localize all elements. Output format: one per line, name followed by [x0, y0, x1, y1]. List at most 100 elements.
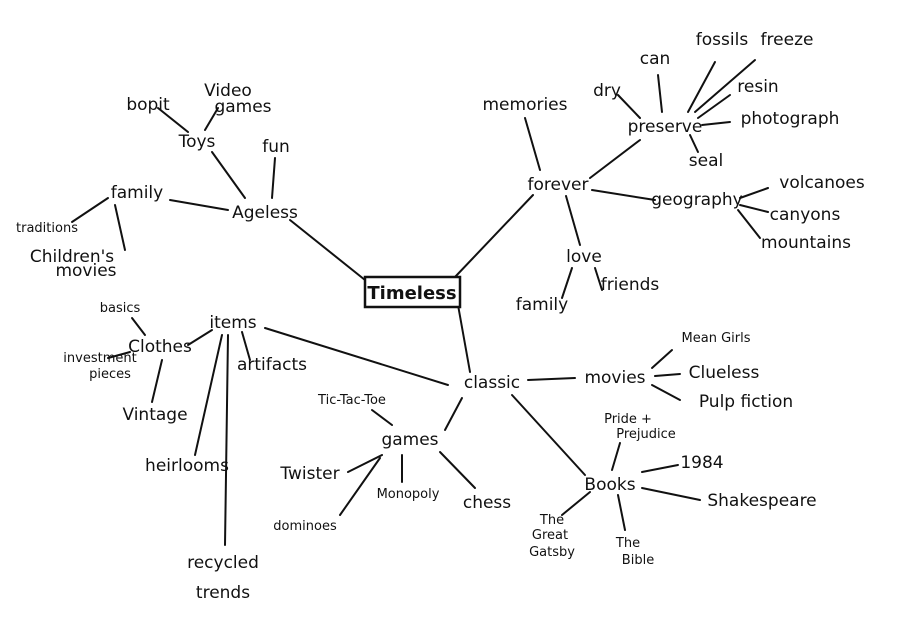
node-dry: dry	[593, 81, 621, 101]
node-childrens-line1: Children's	[30, 247, 114, 267]
edge-ageless-toys	[211, 151, 246, 199]
edge-center-ageless	[289, 219, 366, 281]
edge-ageless-fun	[271, 157, 276, 199]
node-vintage: Vintage	[122, 405, 187, 425]
node-preserve: preserve	[628, 117, 703, 137]
edge-items-clothes	[187, 329, 213, 346]
edge-books-1984	[641, 464, 679, 473]
edge-preserve-can	[657, 74, 663, 113]
edge-movies-pulp	[651, 384, 681, 401]
edge-preserve-dry	[617, 94, 641, 119]
node-gatsby-line3: Gatsby	[529, 545, 575, 560]
center-box	[363, 275, 462, 309]
node-games: games	[381, 430, 438, 450]
node-family: family	[111, 183, 163, 203]
edge-books-gatsby	[561, 491, 591, 516]
edge-books-shakespeare	[641, 487, 701, 501]
node-seal: seal	[689, 151, 723, 171]
node-freeze: freeze	[761, 30, 814, 50]
node-mountains: mountains	[761, 233, 851, 253]
node-can: can	[640, 49, 671, 69]
edge-ageless-family	[169, 199, 229, 211]
edge-games-chess	[439, 451, 476, 489]
node-memories: memories	[482, 95, 567, 115]
edge-clothes-investment	[107, 351, 131, 359]
node-items: items	[209, 313, 256, 333]
edge-geography-volcanoes	[739, 187, 769, 199]
node-recycled-line2: trends	[196, 583, 250, 603]
edge-games-dominoes	[339, 457, 381, 516]
node-traditions: traditions	[16, 221, 78, 236]
node-gatsby-line1: The	[539, 513, 564, 528]
edge-games-tictactoe	[371, 409, 393, 426]
node-monopoly: Monopoly	[377, 487, 440, 502]
node-fun: fun	[262, 137, 290, 157]
edge-preserve-seal	[689, 134, 699, 153]
edge-forever-geography	[591, 189, 656, 201]
edge-geography-canyons	[739, 204, 769, 213]
edge-center-classic	[457, 304, 471, 373]
edge-classic-games	[444, 397, 463, 431]
edge-family-traditions	[71, 197, 109, 223]
node-twister: Twister	[279, 464, 339, 484]
node-bopit: bopit	[126, 95, 170, 115]
node-volcanoes: volcanoes	[779, 173, 865, 193]
node-1984: 1984	[680, 453, 723, 473]
edge-clothes-vintage	[151, 359, 163, 403]
node-toys: Toys	[178, 132, 216, 152]
edge-movies-clueless	[654, 373, 681, 377]
node-shakespeare: Shakespeare	[707, 491, 816, 511]
edge-geography-mountains	[737, 209, 761, 239]
edge-clothes-basics	[131, 317, 146, 336]
node-artifacts: artifacts	[237, 355, 307, 375]
node-resin: resin	[737, 77, 778, 97]
node-books: Books	[584, 475, 635, 495]
node-investment-line1: investment	[63, 351, 136, 366]
node-love-family: family	[516, 295, 568, 315]
node-bible-line1: The	[615, 536, 640, 551]
node-childrens-line2: movies	[55, 261, 116, 281]
edge-love-family	[561, 267, 573, 299]
node-video-games-line2: games	[214, 97, 271, 117]
node-recycled-line1: recycled	[187, 553, 259, 573]
node-mean-girls: Mean Girls	[682, 331, 751, 346]
edge-preserve-freeze	[694, 59, 756, 113]
edge-items-recycled	[224, 334, 229, 546]
node-friends: friends	[601, 275, 660, 295]
node-basics: basics	[100, 301, 141, 316]
node-clueless: Clueless	[689, 363, 760, 383]
node-bible-line2: Bible	[622, 553, 654, 568]
node-chess: chess	[463, 493, 511, 513]
node-classic: classic	[464, 373, 520, 393]
node-heirlooms: heirlooms	[145, 456, 229, 476]
center-label: Timeless	[367, 283, 456, 304]
edge-books-pride	[611, 442, 621, 471]
node-pride-line1: Pride +	[604, 412, 652, 427]
edge-books-bible	[617, 494, 626, 531]
edge-classic-books	[511, 394, 586, 476]
node-investment-line2: pieces	[89, 367, 131, 382]
edge-forever-memories	[524, 117, 541, 171]
node-pride-line2: Prejudice	[616, 427, 676, 442]
edge-movies-meangirls	[651, 349, 673, 369]
edge-toys-bopit	[157, 107, 189, 133]
edge-preserve-fossils	[687, 61, 716, 113]
node-gatsby-line2: Great	[532, 528, 568, 543]
node-dominoes: dominoes	[273, 519, 337, 534]
node-labels: Ageless Toys bopit Video games fun famil…	[16, 30, 865, 603]
edge-love-friends	[594, 267, 603, 291]
node-love: love	[566, 247, 602, 267]
node-fossils: fossils	[696, 30, 749, 50]
node-clothes: Clothes	[128, 337, 192, 357]
connector-lines	[71, 59, 769, 546]
node-tic-tac-toe: Tic-Tac-Toe	[317, 393, 386, 408]
node-geography: geography	[651, 190, 742, 210]
node-video-games-line1: Video	[204, 81, 252, 101]
edge-classic-items	[264, 327, 449, 386]
node-photograph: photograph	[741, 109, 840, 129]
edge-forever-love	[565, 195, 581, 246]
edge-classic-movies	[527, 377, 576, 381]
edge-family-childrens	[114, 204, 126, 251]
edge-preserve-photograph	[701, 121, 731, 126]
